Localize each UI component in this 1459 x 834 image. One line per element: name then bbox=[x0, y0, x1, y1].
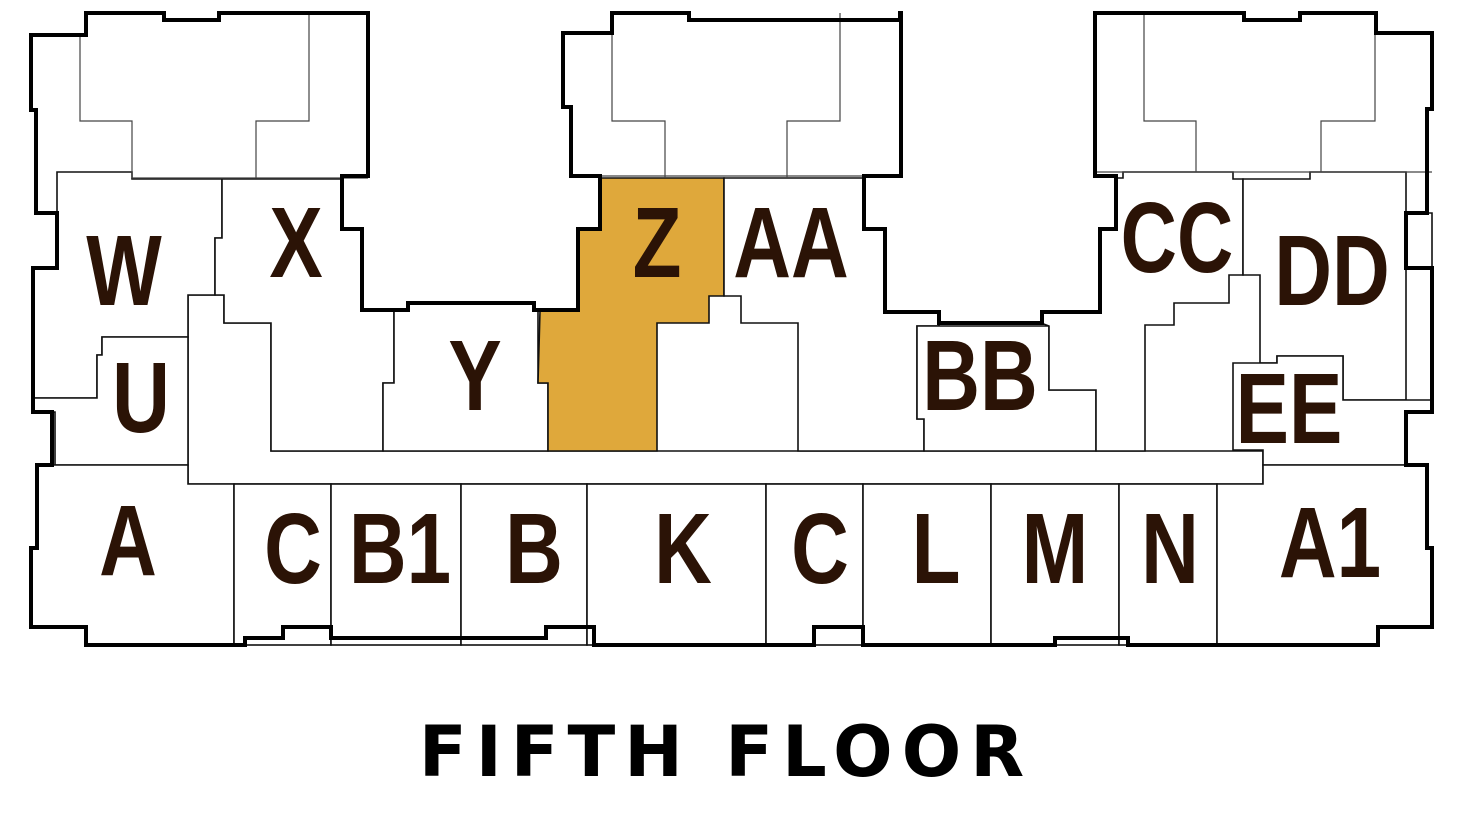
unit-k[interactable] bbox=[586, 483, 767, 646]
label-k: K bbox=[654, 494, 712, 606]
unit-labels: W X Z AA CC DD U Y BB EE A C B1 B K C L … bbox=[86, 183, 1390, 605]
label-cc: CC bbox=[1121, 183, 1234, 295]
label-x: X bbox=[269, 188, 322, 300]
label-c-left: C bbox=[264, 494, 322, 606]
label-dd: DD bbox=[1274, 216, 1390, 328]
unit-n[interactable] bbox=[1118, 483, 1218, 646]
label-n: N bbox=[1141, 494, 1199, 606]
label-bb: BB bbox=[922, 321, 1038, 433]
label-c-right: C bbox=[791, 494, 849, 606]
label-z: Z bbox=[633, 188, 682, 300]
label-a1: A1 bbox=[1279, 488, 1381, 600]
unit-m[interactable] bbox=[990, 483, 1120, 646]
label-aa: AA bbox=[733, 188, 849, 300]
label-b: B bbox=[505, 494, 563, 606]
wing-divider-lines bbox=[79, 13, 1432, 179]
label-a: A bbox=[99, 486, 157, 598]
label-l: L bbox=[912, 494, 961, 606]
label-y: Y bbox=[448, 321, 501, 433]
label-u: U bbox=[112, 343, 170, 455]
label-ee: EE bbox=[1236, 354, 1343, 466]
label-w: W bbox=[86, 216, 162, 328]
label-m: M bbox=[1022, 494, 1089, 606]
unit-b1[interactable] bbox=[330, 483, 462, 646]
label-b1: B1 bbox=[349, 494, 451, 606]
unit-b[interactable] bbox=[460, 483, 588, 646]
unit-z[interactable] bbox=[537, 177, 725, 452]
building-outline bbox=[29, 11, 1434, 647]
floor-title: FIFTH FLOOR bbox=[419, 711, 1033, 793]
